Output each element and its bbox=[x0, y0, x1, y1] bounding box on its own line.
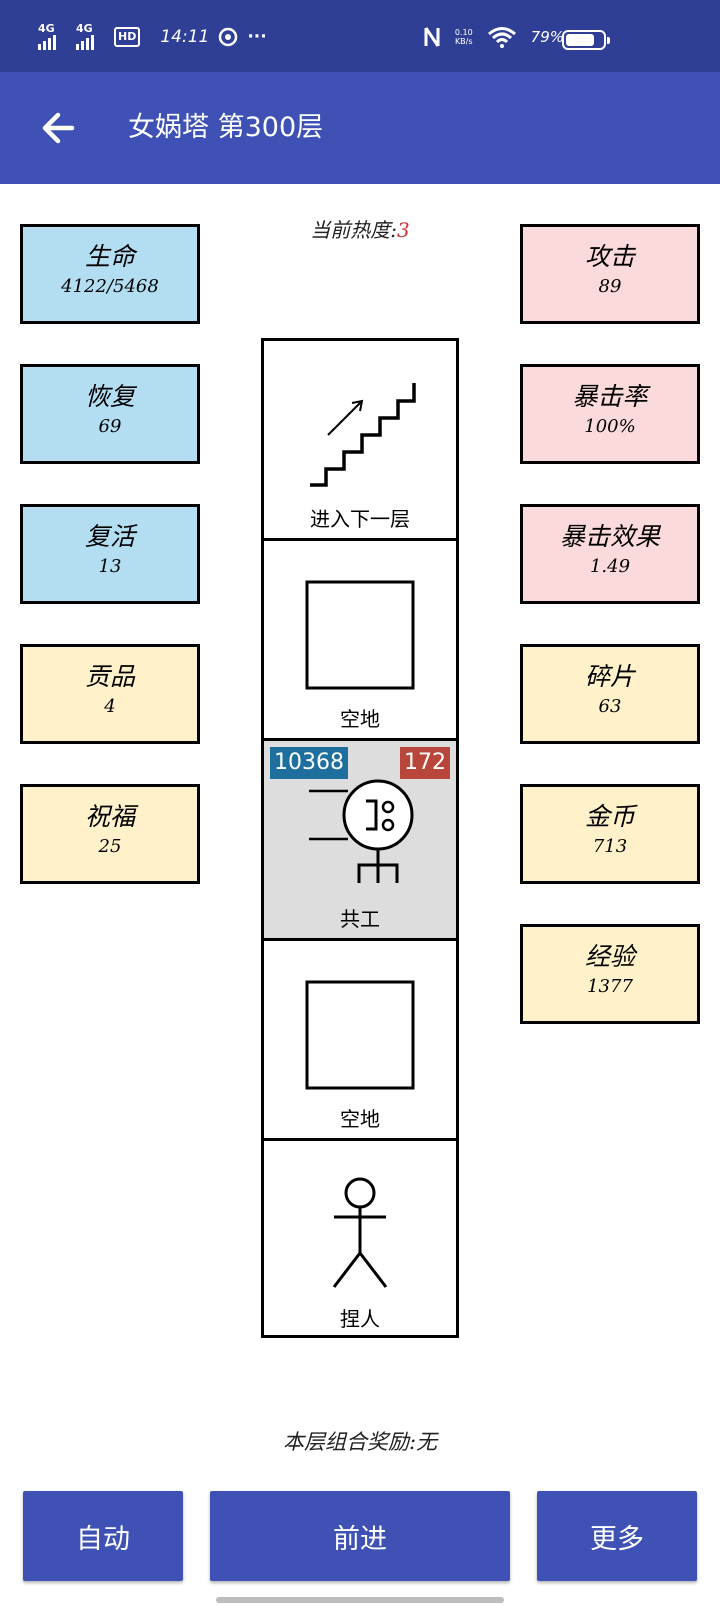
current-heat: 当前热度:3 bbox=[0, 214, 720, 243]
stat-value: 63 bbox=[598, 696, 622, 717]
stat-revive: 复活 13 bbox=[20, 504, 200, 604]
stat-value: 89 bbox=[598, 276, 622, 297]
stat-value: 69 bbox=[98, 416, 122, 437]
status-right: 0.10 KB/s 79% bbox=[423, 22, 622, 52]
stat-fragments: 碎片 63 bbox=[520, 644, 700, 744]
nfc-icon bbox=[424, 27, 440, 47]
sync-icon bbox=[219, 27, 238, 47]
cell-label: 共工 bbox=[340, 907, 380, 931]
heat-label: 当前热度: bbox=[310, 218, 397, 242]
stairs-icon bbox=[310, 383, 416, 487]
tower-cell-empty-2[interactable]: 空地 bbox=[264, 941, 456, 1141]
stat-blessing: 祝福 25 bbox=[20, 784, 200, 884]
auto-button[interactable]: 自动 bbox=[23, 1491, 183, 1581]
empty-square-icon bbox=[305, 580, 415, 690]
stat-gold: 金币 713 bbox=[520, 784, 700, 884]
tower: 进入下一层 空地 10368 172 共工 空地 bbox=[261, 338, 459, 1338]
speed-unit: KB/s bbox=[454, 37, 473, 46]
stat-value: 100% bbox=[584, 416, 636, 437]
stat-value: 1377 bbox=[587, 976, 633, 997]
cell-label: 空地 bbox=[340, 1107, 380, 1131]
stat-value: 1.49 bbox=[589, 556, 631, 577]
hd-voice-icon: HD bbox=[114, 27, 141, 47]
stat-name: 贡品 bbox=[84, 662, 135, 691]
stat-hp: 生命 4122/5468 bbox=[20, 224, 200, 324]
tower-cell-monster[interactable]: 10368 172 共工 bbox=[264, 741, 456, 941]
tower-cell-next-floor[interactable]: 进入下一层 bbox=[264, 341, 456, 541]
network-speed: 0.10 KB/s bbox=[455, 28, 473, 46]
cell-label: 空地 bbox=[340, 707, 380, 731]
monster-attack-badge: 172 bbox=[400, 747, 450, 779]
heat-value: 3 bbox=[397, 218, 410, 242]
stat-name: 恢复 bbox=[84, 382, 135, 411]
cell-label: 进入下一层 bbox=[310, 507, 410, 531]
battery-icon bbox=[562, 30, 610, 50]
stat-crit-effect: 暴击效果 1.49 bbox=[520, 504, 700, 604]
app-bar: 女娲塔 第300层 bbox=[0, 72, 720, 184]
stat-name: 暴击率 bbox=[572, 382, 648, 411]
advance-button[interactable]: 前进 bbox=[210, 1491, 510, 1581]
monster-icon bbox=[309, 779, 414, 883]
more-button[interactable]: 更多 bbox=[537, 1491, 697, 1581]
stat-offering: 贡品 4 bbox=[20, 644, 200, 744]
stick-figure-icon bbox=[332, 1177, 388, 1288]
monster-hp-badge: 10368 bbox=[270, 747, 348, 779]
status-left: 4G 4G HD 14:11 ··· bbox=[38, 22, 267, 52]
stat-name: 暴击效果 bbox=[559, 522, 660, 551]
stat-attack: 攻击 89 bbox=[520, 224, 700, 324]
battery-percent: 79% bbox=[530, 28, 564, 46]
stat-name: 生命 bbox=[84, 242, 135, 271]
wifi-icon bbox=[487, 27, 516, 48]
stat-exp: 经验 1377 bbox=[520, 924, 700, 1024]
stat-name: 祝福 bbox=[84, 802, 135, 831]
stat-value: 4122/5468 bbox=[61, 276, 159, 297]
signal-icon-2: 4G bbox=[76, 22, 106, 50]
cell-label: 捏人 bbox=[340, 1307, 380, 1331]
battery-fill bbox=[566, 34, 594, 46]
floor-combo-reward: 本层组合奖励:无 bbox=[282, 1430, 438, 1454]
stat-value: 713 bbox=[592, 836, 628, 857]
stat-regen: 恢复 69 bbox=[20, 364, 200, 464]
tower-cell-player[interactable]: 捏人 bbox=[264, 1141, 456, 1341]
stat-value: 25 bbox=[98, 836, 122, 857]
network-type-1: 4G bbox=[38, 22, 55, 35]
stat-value: 4 bbox=[104, 696, 116, 717]
back-arrow-icon[interactable] bbox=[38, 108, 78, 148]
tower-cell-empty-1[interactable]: 空地 bbox=[264, 541, 456, 741]
speed-value: 0.10 bbox=[454, 28, 473, 37]
status-time: 14:11 bbox=[160, 27, 210, 47]
status-bar: 4G 4G HD 14:11 ··· 0.10 KB/s 79% bbox=[0, 0, 720, 72]
stat-name: 碎片 bbox=[584, 662, 635, 691]
stat-name: 金币 bbox=[584, 802, 635, 831]
stat-name: 经验 bbox=[584, 942, 635, 971]
page-title: 女娲塔 第300层 bbox=[128, 112, 324, 143]
home-indicator[interactable] bbox=[216, 1597, 504, 1603]
stat-name: 复活 bbox=[84, 522, 135, 551]
stat-crit-rate: 暴击率 100% bbox=[520, 364, 700, 464]
stat-name: 攻击 bbox=[584, 242, 635, 271]
more-notifications: ··· bbox=[247, 27, 267, 47]
network-type-2: 4G bbox=[76, 22, 93, 35]
empty-square-icon bbox=[305, 980, 415, 1090]
signal-icon: 4G bbox=[38, 22, 68, 50]
stat-value: 13 bbox=[98, 556, 122, 577]
